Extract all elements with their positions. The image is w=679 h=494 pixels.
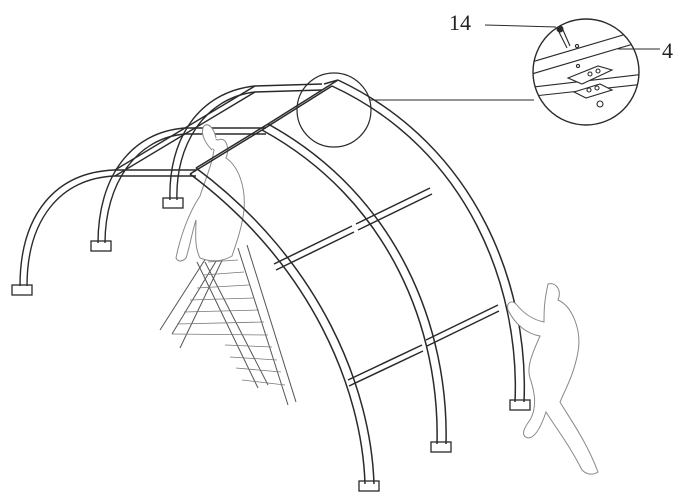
purlin (347, 344, 423, 381)
arch-pipe (97, 127, 186, 244)
connector-plate (572, 83, 614, 99)
arch-pipe (26, 175, 116, 287)
purlin (275, 231, 355, 271)
arch-pipe (19, 169, 116, 287)
detail-callout-circle (296, 72, 372, 148)
front-arch-middle (261, 129, 438, 445)
purlin (426, 310, 500, 347)
front-arch-middle (267, 123, 447, 445)
callout-label-4: 4 (662, 38, 673, 63)
purlin (355, 187, 431, 225)
zoom-detail (484, 18, 660, 126)
bolt (562, 29, 571, 47)
back-arches (19, 83, 323, 287)
ridge-pipe (254, 83, 323, 87)
purlin (425, 304, 499, 341)
front-arches (189, 79, 526, 485)
arch-pipe (169, 85, 256, 201)
person-on-ladder (175, 124, 245, 262)
ridge-pipe (254, 89, 323, 93)
base-plate (509, 399, 531, 411)
front-arch-back (331, 85, 517, 403)
ridge-pipe (114, 133, 186, 177)
callout-label-14: 14 (449, 10, 471, 35)
front-arch-back (337, 79, 526, 403)
bolt-head (556, 25, 564, 33)
ridge-pipe (184, 85, 256, 129)
base-plate (90, 240, 112, 252)
purlin (357, 193, 433, 231)
ridge-pipe (184, 91, 256, 135)
connector-plate (566, 65, 614, 85)
purlin (195, 123, 269, 169)
purlin (267, 79, 339, 125)
bolt (558, 31, 568, 49)
front-arch-outer (195, 167, 375, 485)
base-plate (358, 480, 380, 492)
ridge-pipe (114, 127, 186, 171)
arch-pipe (104, 133, 186, 244)
purlin (273, 225, 353, 265)
purlin (189, 129, 263, 175)
base-plates (11, 197, 531, 492)
ladder (159, 243, 297, 406)
purlin (348, 350, 424, 387)
base-plate (11, 284, 33, 296)
front-arch-outer (189, 173, 366, 485)
base-plate (162, 197, 184, 209)
callout-14-leader (484, 24, 557, 28)
person-standing (507, 283, 599, 475)
base-plate (430, 441, 452, 453)
